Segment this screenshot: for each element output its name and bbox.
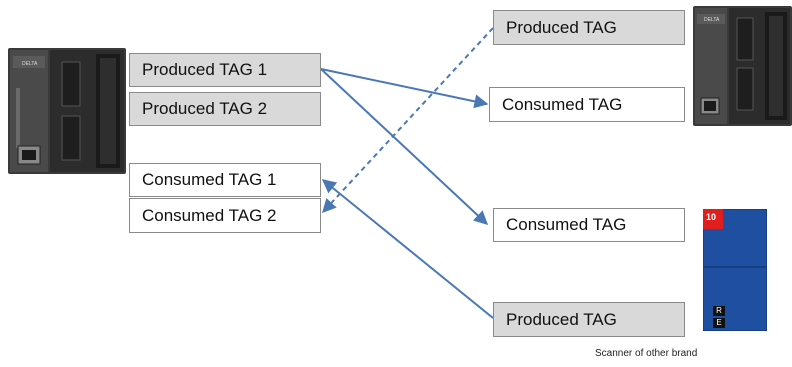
scanner-device: 10 R E [702, 208, 768, 332]
right-produced-tag: Produced TAG [493, 10, 685, 45]
left-consumed-tag-1: Consumed TAG 1 [129, 163, 321, 197]
link-produced-right-to-consumed2 [322, 27, 494, 214]
link-produced-scanner-to-consumed1 [321, 179, 494, 319]
plc-right-device: DELTA [693, 6, 792, 126]
left-produced-tag-2: Produced TAG 2 [129, 92, 321, 126]
svg-text:DELTA: DELTA [22, 61, 38, 67]
right-consumed-tag: Consumed TAG [489, 87, 685, 122]
scanner-caption: Scanner of other brand [595, 348, 698, 359]
scanner-produced-tag: Produced TAG [493, 302, 685, 337]
scanner-key-r: R [713, 306, 725, 316]
svg-text:DELTA: DELTA [704, 17, 720, 23]
plc-left-device: DELTA [8, 48, 126, 174]
left-produced-tag-1: Produced TAG 1 [129, 53, 321, 87]
scanner-key-e: E [713, 318, 725, 328]
link-produced1-to-consumed-scanner [320, 68, 489, 225]
left-consumed-tag-2: Consumed TAG 2 [129, 198, 321, 233]
scanner-consumed-tag: Consumed TAG [493, 208, 685, 242]
link-produced1-to-consumed-right [320, 68, 489, 109]
scanner-badge: 10 [706, 212, 717, 222]
